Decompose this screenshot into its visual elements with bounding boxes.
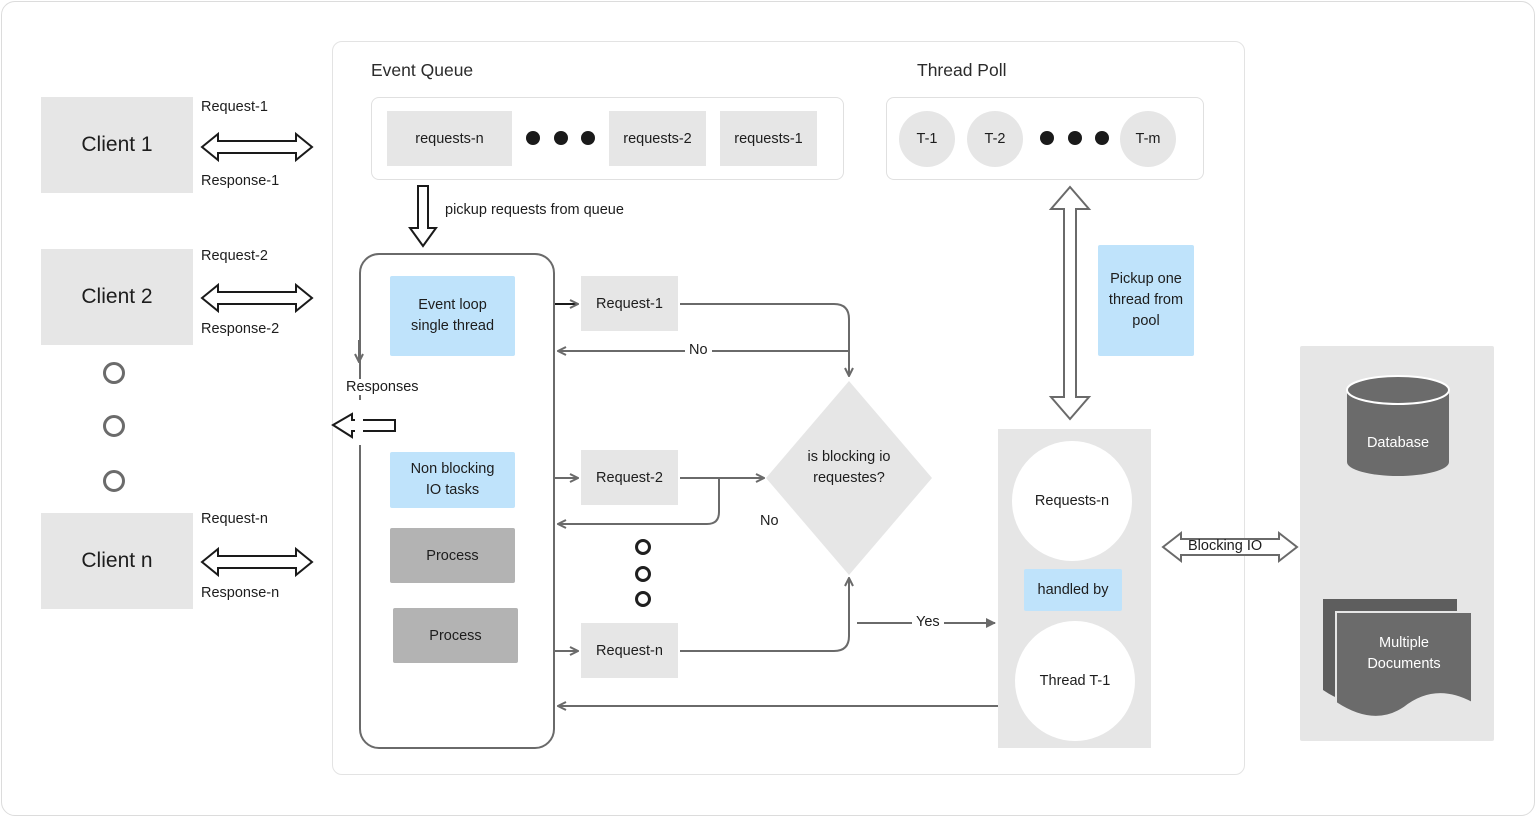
client-n-double-arrow — [200, 546, 314, 578]
more-requests-dot-1 — [635, 539, 651, 555]
yes-label: Yes — [912, 614, 944, 630]
more-clients-dot-2 — [103, 415, 125, 437]
blocking-io-double-arrow — [1161, 530, 1299, 564]
request-n-box: Request-n — [581, 623, 678, 678]
pool-ellipsis-dot-1 — [1040, 131, 1054, 145]
queue-ellipsis-dot-2 — [554, 131, 568, 145]
database-label: Database — [1366, 435, 1430, 451]
decision-question-text: is blocking io requestes? — [807, 449, 891, 486]
request-1-box: Request-1 — [581, 276, 678, 331]
non-blocking-io-label: Non blocking IO tasks — [410, 461, 495, 498]
client-2-double-arrow — [200, 282, 314, 314]
client-1-request-label: Request-1 — [201, 99, 268, 115]
request-2-box: Request-2 — [581, 450, 678, 505]
responses-left-arrow — [331, 412, 396, 439]
process-box-1: Process — [390, 528, 515, 583]
decision-diamond — [766, 381, 932, 575]
client-2-response-label: Response-2 — [201, 321, 280, 337]
more-clients-dot-3 — [103, 470, 125, 492]
more-clients-dot-1 — [103, 362, 125, 384]
thread-t2: T-2 — [967, 111, 1023, 167]
handled-by-box: handled by — [1024, 569, 1122, 611]
thread-t1: T-1 — [899, 111, 955, 167]
no-label-1: No — [685, 342, 712, 358]
thread-pool-double-arrow — [1048, 185, 1092, 421]
pickup-down-arrow — [408, 185, 438, 248]
no-label-2: No — [760, 513, 779, 529]
client-1-box: Client 1 — [41, 97, 193, 193]
database-icon — [1346, 375, 1450, 476]
loop-gap-mask — [355, 400, 363, 445]
handler-thread-circle: Thread T-1 — [1015, 621, 1135, 741]
queue-ellipsis-dot-3 — [581, 131, 595, 145]
pickup-thread-box: Pickup one thread from pool — [1098, 245, 1194, 356]
pool-ellipsis-dot-3 — [1095, 131, 1109, 145]
no-return-line-2 — [558, 478, 720, 524]
blocking-io-label: Blocking IO — [1188, 538, 1263, 554]
queue-ellipsis-dot-1 — [526, 131, 540, 145]
client-n-request-label: Request-n — [201, 511, 268, 527]
client-n-response-label: Response-n — [201, 585, 280, 601]
client-2-box: Client 2 — [41, 249, 193, 345]
request-n-to-decision — [680, 578, 849, 652]
documents-label: Multiple Documents — [1345, 633, 1463, 675]
pickup-requests-label: pickup requests from queue — [445, 202, 624, 218]
event-loop-thread-label: Event loop single thread — [410, 297, 495, 334]
client-2-request-label: Request-2 — [201, 248, 268, 264]
documents-label-text: Multiple Documents — [1367, 635, 1441, 672]
responses-label: Responses — [346, 379, 419, 395]
queue-item-requests-n: requests-n — [387, 111, 512, 166]
documents-icon — [1323, 599, 1473, 718]
event-queue-title: Event Queue — [371, 60, 474, 80]
client-n-box: Client n — [41, 513, 193, 609]
event-loop-thread-box: Event loop single thread — [390, 276, 515, 356]
decision-question: is blocking io requestes? — [800, 447, 898, 489]
request-1-to-decision — [680, 303, 849, 376]
queue-item-requests-1: requests-1 — [720, 111, 817, 166]
pool-ellipsis-dot-2 — [1068, 131, 1082, 145]
event-loop-container — [359, 253, 555, 749]
process-box-2: Process — [393, 608, 518, 663]
more-requests-dot-3 — [635, 591, 651, 607]
handler-request-circle: Requests-n — [1012, 441, 1132, 561]
thread-pool-title: Thread Poll — [917, 60, 1007, 80]
queue-item-requests-2: requests-2 — [609, 111, 706, 166]
client-1-response-label: Response-1 — [201, 173, 280, 189]
more-requests-dot-2 — [635, 566, 651, 582]
non-blocking-io-box: Non blocking IO tasks — [390, 452, 515, 508]
client-1-double-arrow — [200, 131, 314, 163]
thread-tm: T-m — [1120, 111, 1176, 167]
pickup-thread-label: Pickup one thread from pool — [1108, 271, 1184, 329]
